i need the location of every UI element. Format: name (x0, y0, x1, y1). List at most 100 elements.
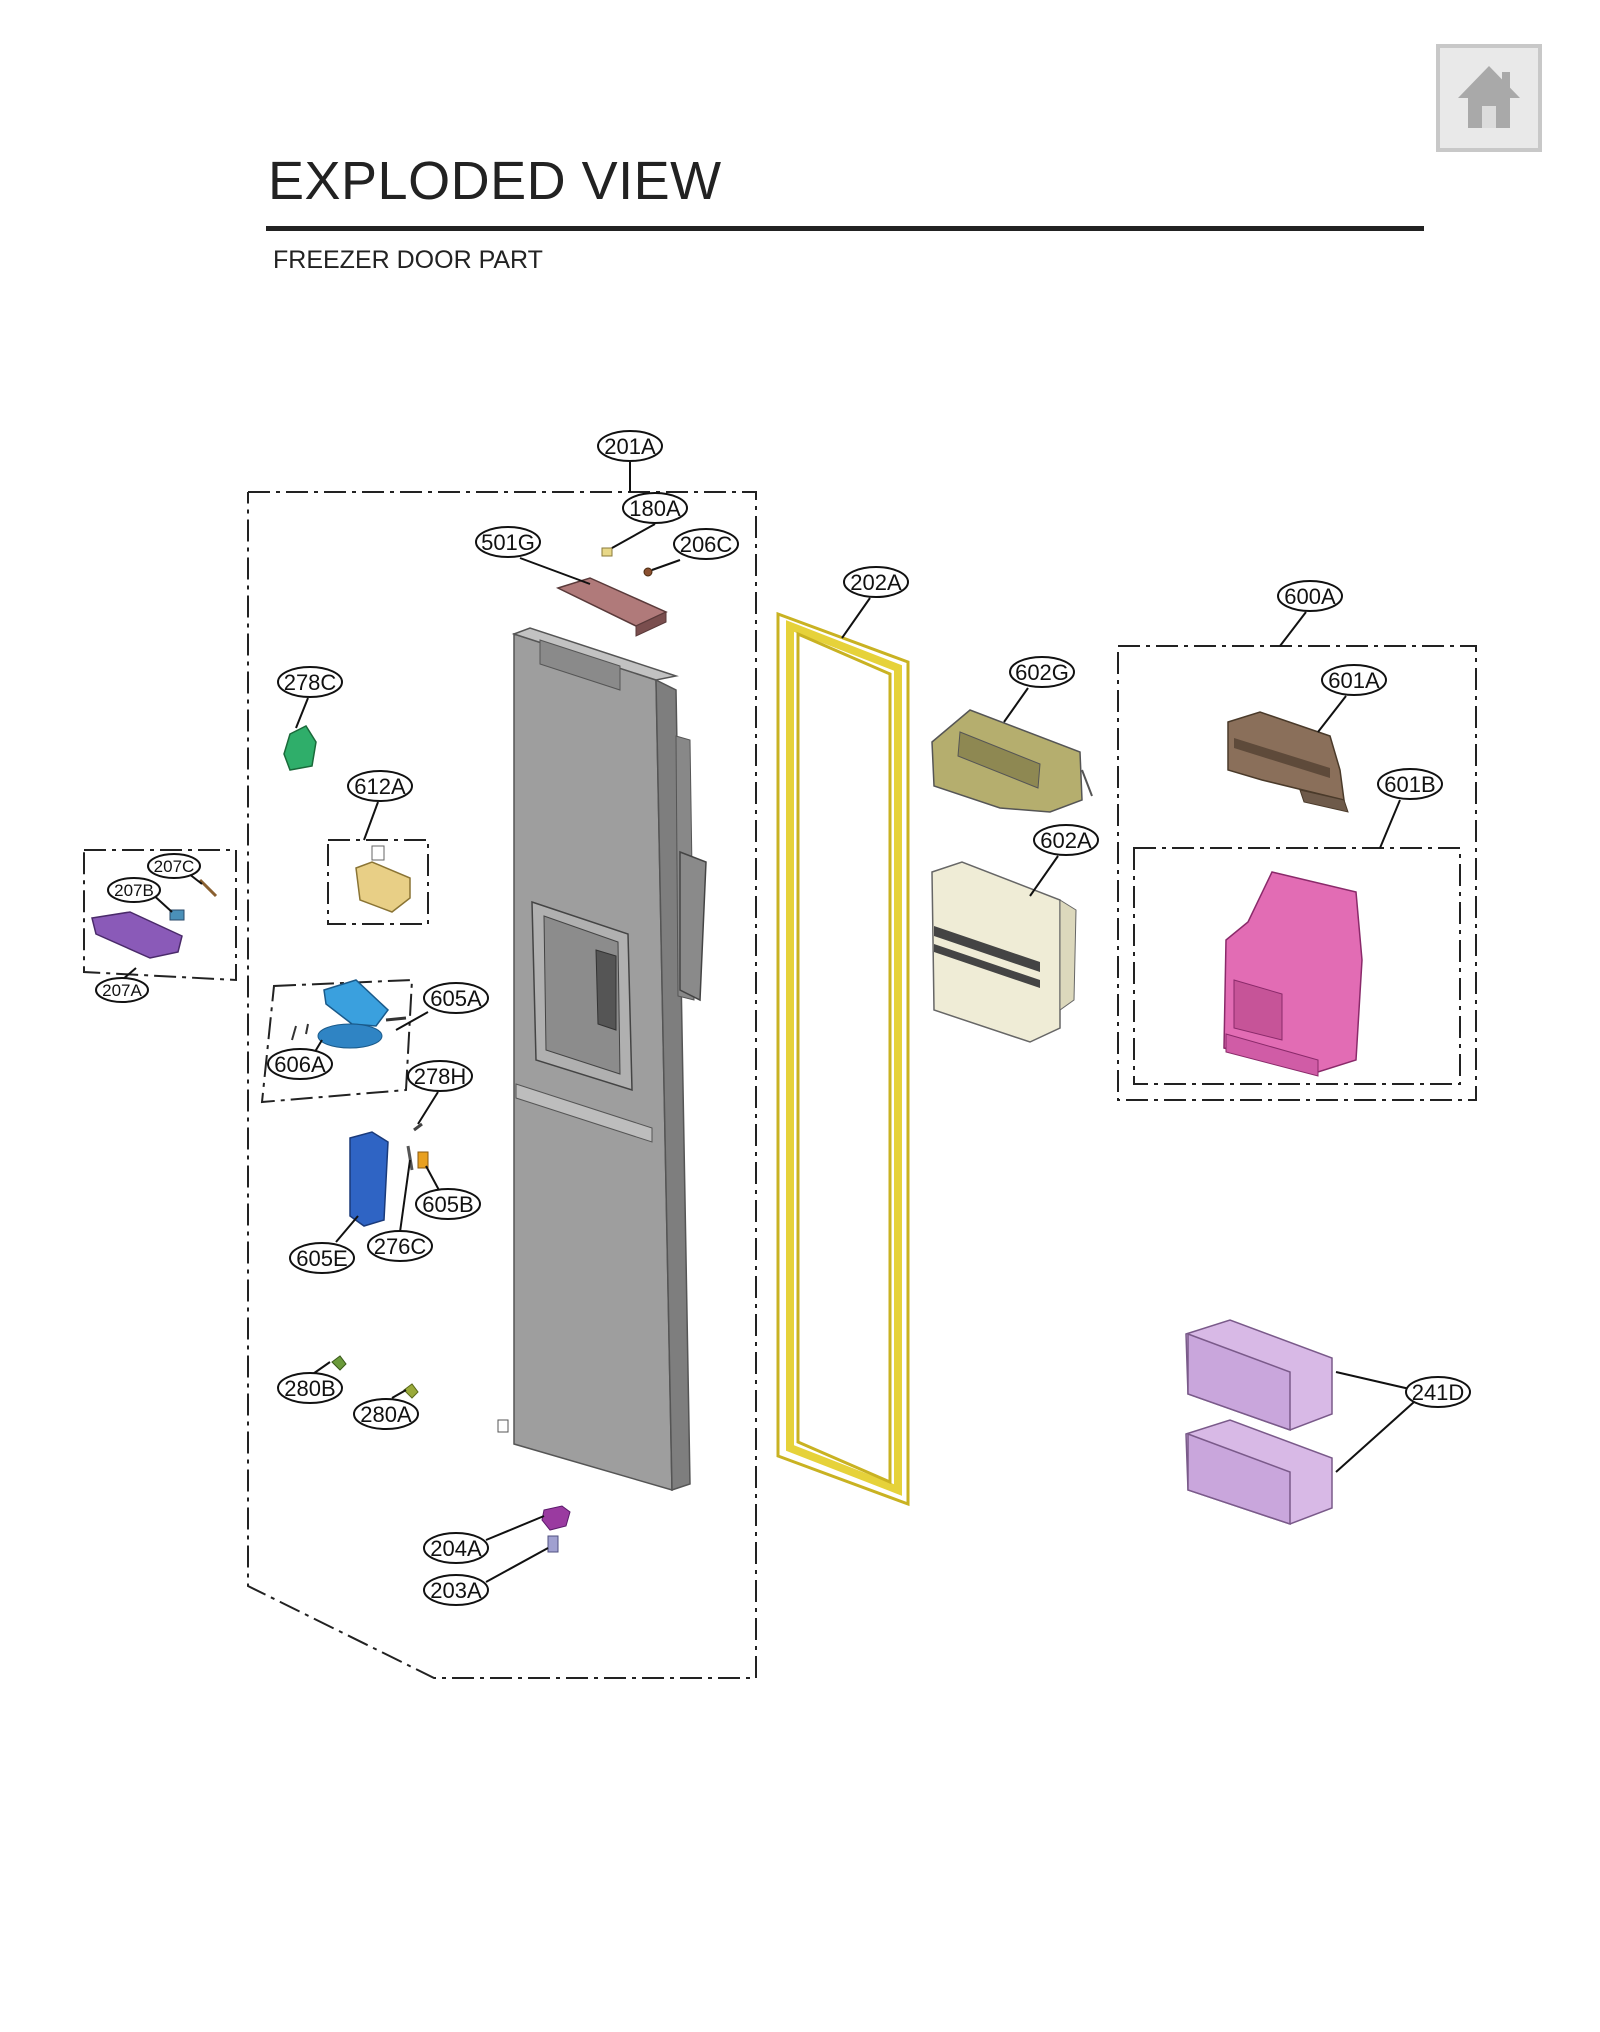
door-baskets-241D (1185, 1319, 1333, 1526)
part-605B-shape (417, 1151, 429, 1169)
callout-180A: 180A (622, 492, 688, 524)
callout-ellipse (1321, 664, 1387, 696)
callout-207C: 207C (147, 853, 201, 879)
part-501G-shape (555, 577, 668, 627)
home-icon (1458, 66, 1520, 128)
callout-605E: 605E (289, 1242, 355, 1274)
ice-maker-601A (1227, 711, 1349, 813)
callout-ellipse (1277, 580, 1343, 612)
lamp-612A (355, 845, 411, 913)
section-title: FREEZER DOOR PART (273, 246, 543, 274)
callout-label: 601A (1328, 668, 1380, 693)
callout-ellipse (673, 528, 739, 560)
callout-label: 606A (274, 1052, 326, 1077)
callout-label: 605B (422, 1192, 473, 1217)
callout-label: 207C (154, 857, 195, 876)
callout-207A: 207A (95, 977, 149, 1003)
callout-ellipse (95, 977, 149, 1003)
callout-ellipse (107, 877, 161, 903)
callout-606A: 606A (267, 1048, 333, 1080)
callout-241D: 241D (1405, 1376, 1471, 1408)
callout-278H: 278H (407, 1060, 473, 1092)
callout-ellipse (407, 1060, 473, 1092)
callout-ellipse (1405, 1376, 1471, 1408)
ice-maker-housing-601B (1223, 871, 1363, 1077)
title-divider (266, 226, 1424, 231)
callout-601A: 601A (1321, 664, 1387, 696)
cap-207A (91, 878, 218, 959)
callout-600A: 600A (1277, 580, 1343, 612)
callout-label: 204A (430, 1536, 482, 1561)
callout-ellipse (289, 1242, 355, 1274)
callout-206C: 206C (673, 528, 739, 560)
hinge-204A-shape (541, 1505, 571, 1531)
callout-276C: 276C (367, 1230, 433, 1262)
callout-ellipse (597, 430, 663, 462)
part-278C-shape (283, 725, 317, 771)
callout-label: 600A (1284, 584, 1336, 609)
callout-280A: 280A (353, 1398, 419, 1430)
callout-612A: 612A (347, 770, 413, 802)
callout-ellipse (147, 853, 201, 879)
freezer-door (497, 627, 707, 1492)
callout-501G: 501G (475, 526, 541, 558)
callout-ellipse (423, 1574, 489, 1606)
callout-label: 601B (1384, 772, 1435, 797)
callout-label: 280B (284, 1376, 335, 1401)
callout-ellipse (347, 770, 413, 802)
callout-ellipse (267, 1048, 333, 1080)
dispenser-lever-605E (349, 1131, 389, 1227)
callout-label: 602A (1040, 828, 1092, 853)
callout-605B: 605B (415, 1188, 481, 1220)
callout-ellipse (353, 1398, 419, 1430)
assembly-boundary-601B (1133, 847, 1461, 1085)
callout-605A: 605A (423, 982, 489, 1014)
callout-label: 605A (430, 986, 482, 1011)
callout-ellipse (367, 1230, 433, 1262)
callout-label: 278C (284, 670, 337, 695)
callout-ellipse (1033, 824, 1099, 856)
callout-ellipse (277, 1372, 343, 1404)
home-button[interactable] (1436, 44, 1542, 152)
callout-label: 207B (114, 881, 154, 900)
callout-label: 180A (629, 496, 681, 521)
assembly-boundary-606A (260, 978, 414, 1104)
callout-ellipse (423, 1532, 489, 1564)
callout-602G: 602G (1009, 656, 1075, 688)
assembly-boundary-201A (247, 491, 757, 1679)
callout-label: 276C (374, 1234, 427, 1259)
callout-ellipse (1009, 656, 1075, 688)
page-title: EXPLODED VIEW (268, 151, 722, 211)
ice-bin-cover-602G (931, 709, 1093, 813)
callout-601B: 601B (1377, 768, 1443, 800)
callout-ellipse (1377, 768, 1443, 800)
callout-label: 203A (430, 1578, 482, 1603)
callout-ellipse (277, 666, 343, 698)
callout-ellipse (415, 1188, 481, 1220)
callout-278C: 278C (277, 666, 343, 698)
callout-label: 605E (296, 1246, 347, 1271)
hinge-203A-shape (547, 1535, 559, 1553)
callout-label: 201A (604, 434, 656, 459)
callout-207B: 207B (107, 877, 161, 903)
callout-280B: 280B (277, 1372, 343, 1404)
callout-label: 602G (1015, 660, 1069, 685)
assembly-boundary-612A (327, 839, 429, 925)
callout-602A: 602A (1033, 824, 1099, 856)
callout-label: 280A (360, 1402, 412, 1427)
callout-201A: 201A (597, 430, 663, 462)
auger-motor-605A (291, 979, 407, 1049)
callout-label: 207A (102, 981, 142, 1000)
ice-bin-602A (931, 861, 1077, 1043)
assembly-boundary-207A (83, 849, 237, 982)
callout-label: 241D (1412, 1380, 1465, 1405)
callout-203A: 203A (423, 1574, 489, 1606)
part-callouts: 201A 180A 501G 206C 202A 600A 278C 602G 601A 612A… (95, 430, 1471, 1606)
callout-label: 501G (481, 530, 535, 555)
gasket-202A (776, 611, 910, 1507)
callout-ellipse (475, 526, 541, 558)
callout-label: 202A (850, 570, 902, 595)
callout-label: 278H (414, 1064, 467, 1089)
callout-label: 612A (354, 774, 406, 799)
